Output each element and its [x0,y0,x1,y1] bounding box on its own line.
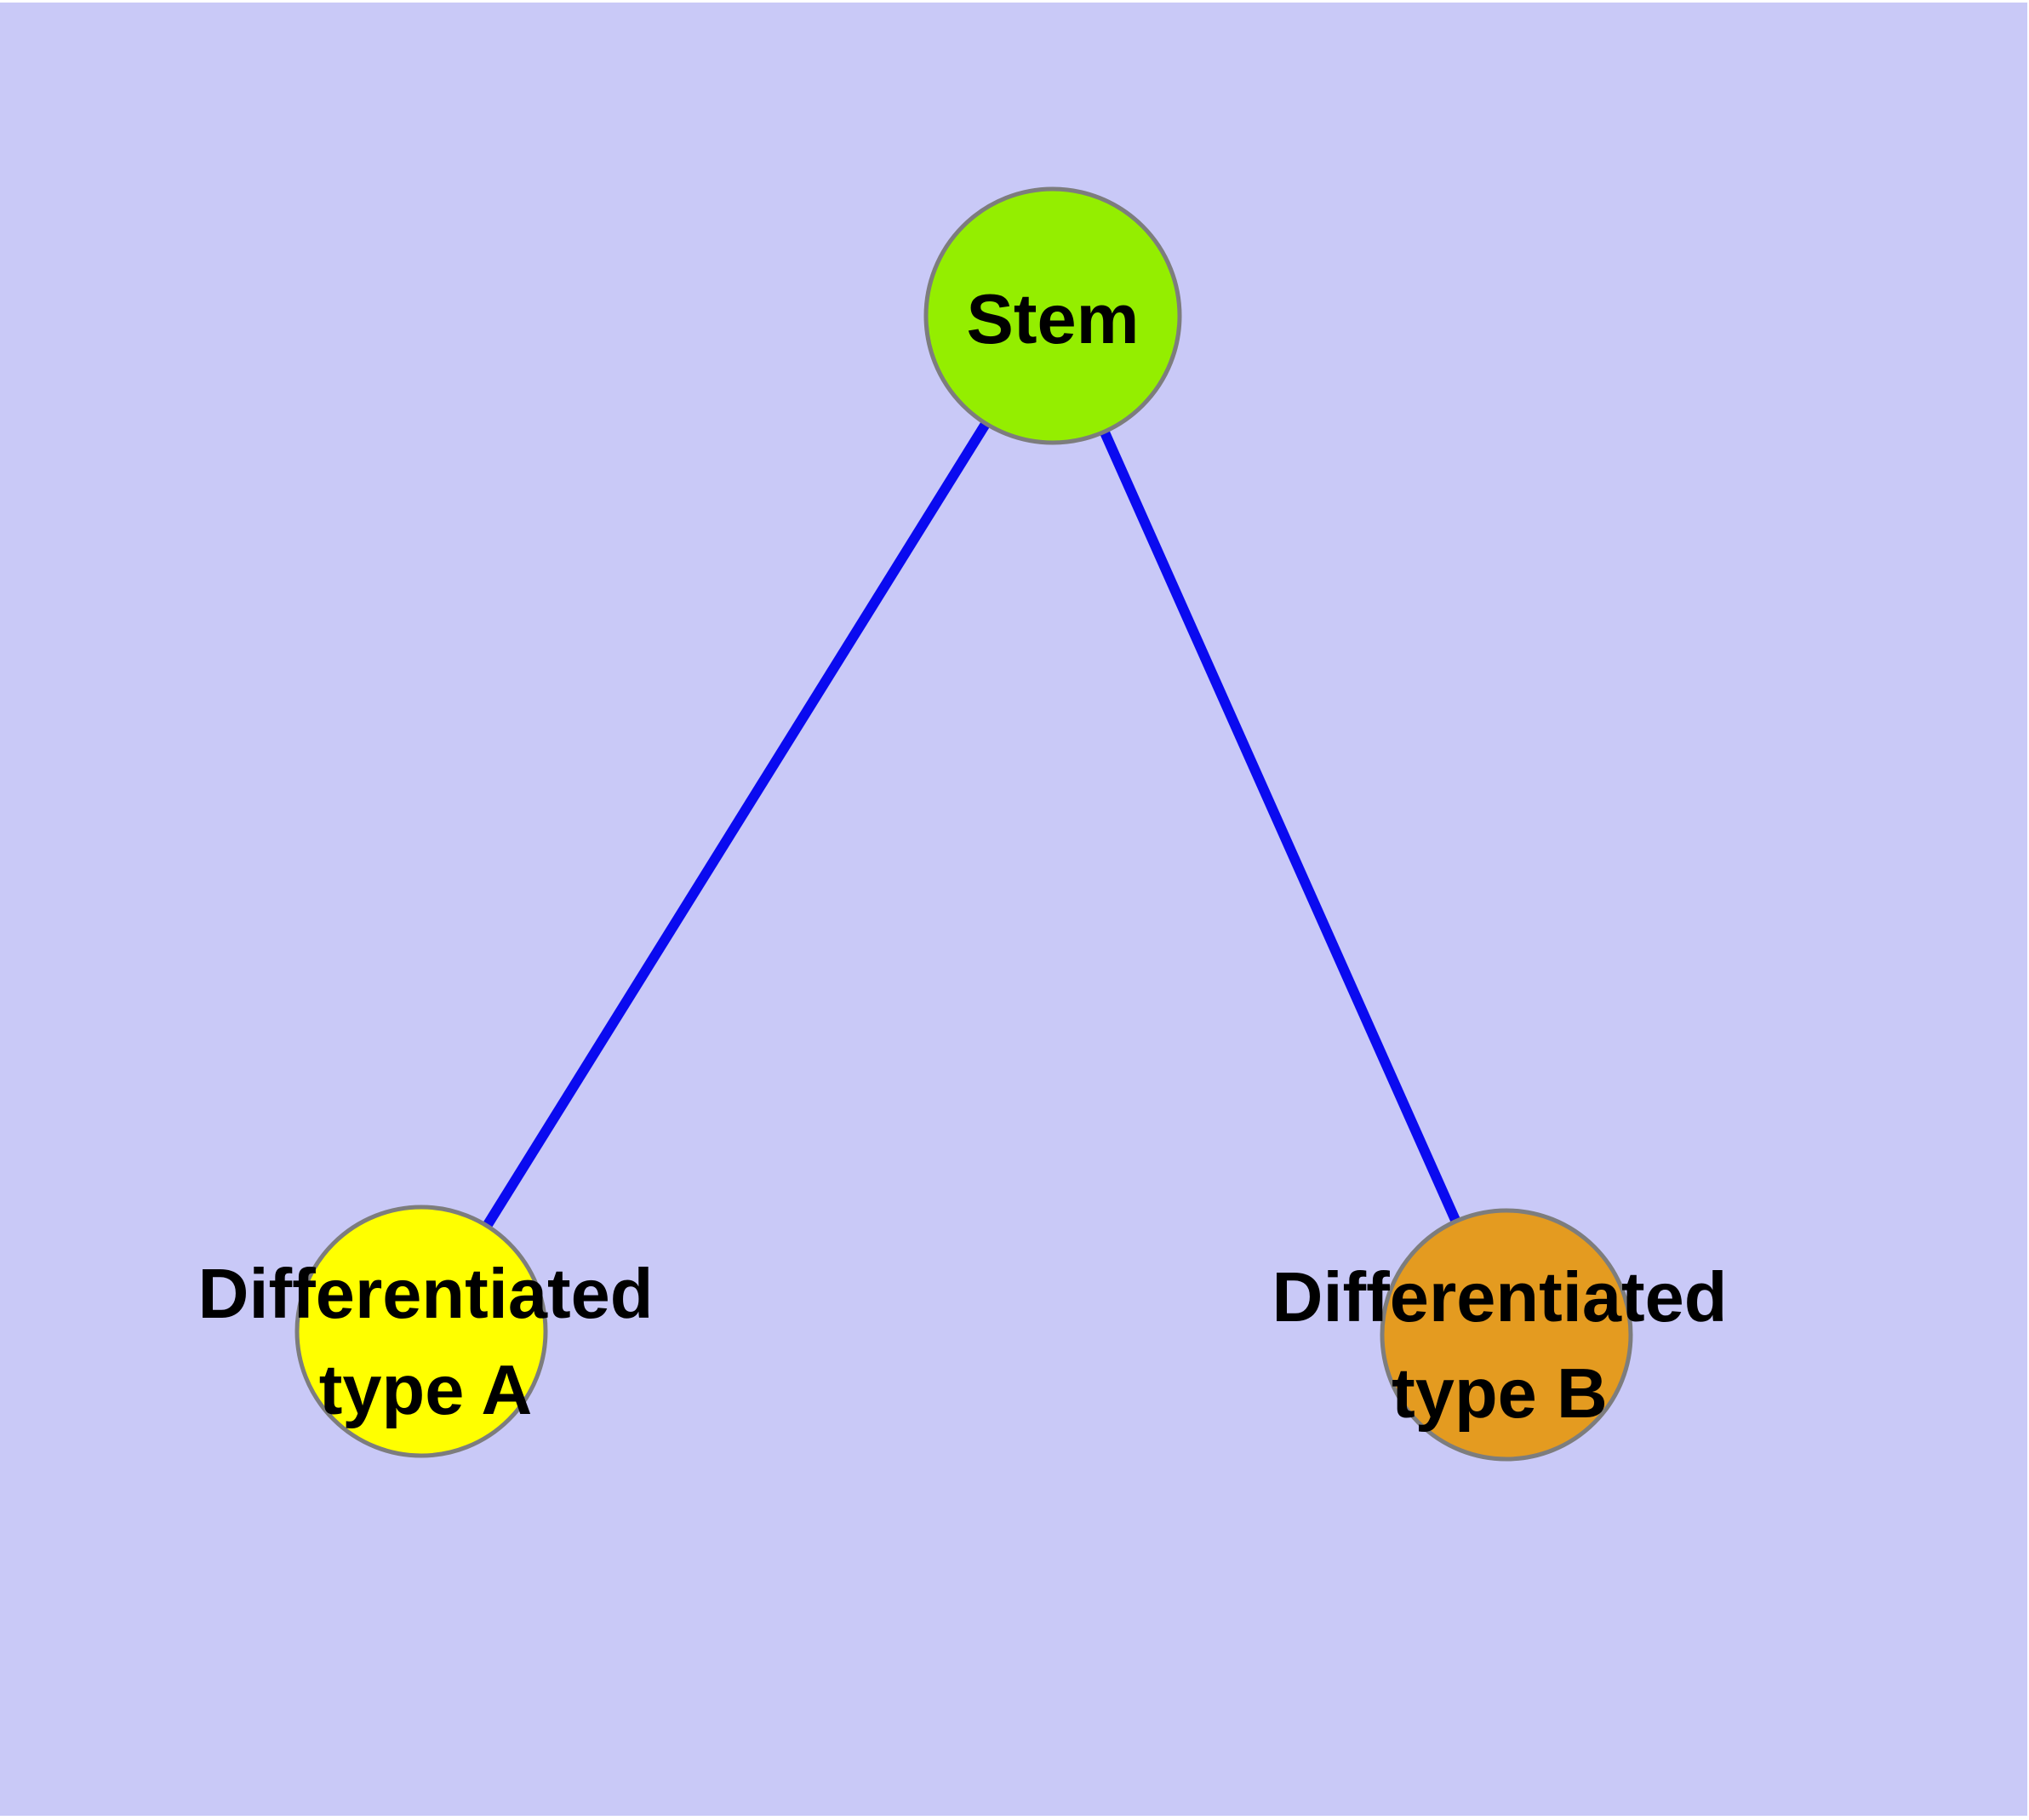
node-label-type-b-line2: type B [1392,1354,1608,1433]
node-differentiated-type-a [294,1205,548,1458]
node-label-type-a-line1: Differentiated [198,1254,654,1333]
node-differentiated-type-b [1380,1208,1633,1462]
edge-stem-to-type-a [416,312,1058,1335]
node-stem [923,186,1182,445]
node-label-stem: Stem [967,279,1140,358]
node-label-type-a-line2: type A [319,1350,533,1429]
edge-stem-to-type-b [1048,313,1512,1337]
node-label-type-b-line1: Differentiated [1272,1257,1728,1336]
